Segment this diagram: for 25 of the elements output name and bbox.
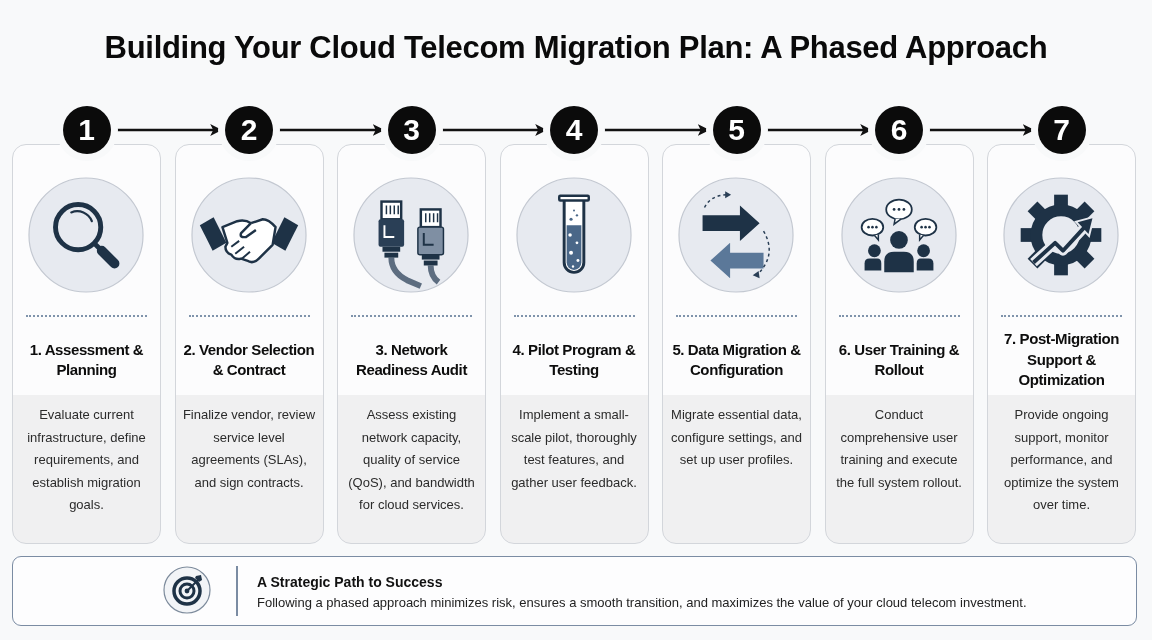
step-description: Provide ongoing support, monitor performance, and optimize the system over time. — [1003, 406, 1120, 514]
step-description: Migrate essential data, configure settings, and set up user profiles. — [670, 406, 803, 469]
step-card — [174, 144, 324, 544]
page-title: Building Your Cloud Telecom Migration Plan: A Phased Approach — [104, 30, 1048, 66]
step-description: Evaluate current infrastructure, define requirements, and establish migration goals. — [26, 406, 147, 514]
step-card — [12, 144, 161, 544]
step-heading: 5. Data Migration & Configuration — [671, 339, 802, 380]
step-heading: 1. Assessment & Planning — [28, 339, 145, 380]
step-heading: 7. Post-Migration Support & Optimization — [1003, 329, 1120, 391]
summary-text: Following a phased approach minimizes risk, ensures a smooth transition, and maximizes the value of your cloud telecom investment. — [257, 594, 1027, 612]
step-card — [337, 144, 486, 544]
summary-heading: A Strategic Path to Success — [257, 573, 443, 591]
step-description: Assess existing network capacity, quality of service (QoS), and bandwidth for cloud services. — [347, 406, 476, 514]
step-card — [499, 144, 649, 544]
step-description: Finalize vendor, review service level agreements (SLAs), and sign contracts. — [181, 406, 317, 492]
step-card — [987, 144, 1136, 544]
step-heading: 3. Network Readiness Audit — [355, 339, 469, 380]
step-description: Implement a small-scale pilot, thoroughly test features, and gather user feedback. — [510, 406, 638, 492]
step-card — [824, 144, 974, 544]
step-heading: 6. User Training & Rollout — [837, 339, 961, 380]
step-card — [662, 144, 811, 544]
step-description: Conduct comprehensive user training and execute the full system rollout. — [835, 406, 963, 492]
step-heading: 4. Pilot Program & Testing — [511, 339, 637, 380]
step-heading: 2. Vendor Selection & Contract — [182, 339, 316, 380]
summary-banner — [12, 556, 1137, 626]
